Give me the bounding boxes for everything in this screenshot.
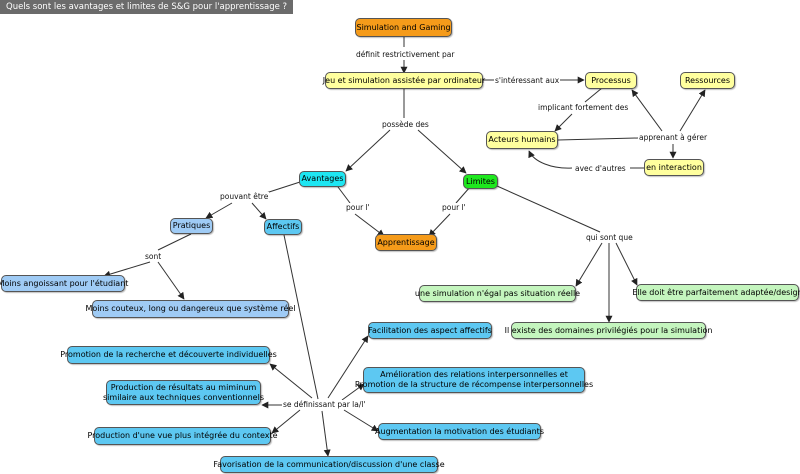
link-apprenant: apprenant à gérer bbox=[638, 133, 709, 142]
edge-sd-favorisation bbox=[321, 410, 331, 457]
link-implicant: implicant fortement des bbox=[537, 103, 630, 112]
amelioration-line-2: Promotion de la structure de récompense … bbox=[354, 380, 594, 389]
edge-sd-amelioration bbox=[341, 383, 365, 401]
link-se-definissant: se définissant par la/l' bbox=[282, 400, 367, 409]
node-avantages[interactable]: Avantages bbox=[299, 171, 346, 187]
link-possede: possède des bbox=[381, 120, 430, 129]
node-acteurs-humains[interactable]: Acteurs humains bbox=[486, 131, 558, 149]
edge-limites-quisont bbox=[496, 185, 601, 233]
edge-quisont-adaptee bbox=[615, 242, 638, 286]
link-avec-autres: avec d'autres bbox=[574, 164, 627, 173]
link-pour-l-limites: pour l' bbox=[441, 203, 467, 212]
link-pouvant-etre: pouvant être bbox=[219, 192, 270, 201]
edge-avantages-pouvant bbox=[265, 181, 301, 194]
edge-avec-acteurs bbox=[528, 150, 573, 169]
edge-limites-pourl bbox=[455, 186, 471, 204]
production-resultats-line-2: similaire aux techniques conventionnels bbox=[103, 392, 264, 402]
edge-sont-couteux bbox=[157, 261, 185, 300]
link-definit: définit restrictivement par bbox=[355, 50, 456, 59]
node-pratiques[interactable]: Pratiques bbox=[170, 218, 213, 234]
node-amelioration[interactable]: Amélioration des relations interpersonne… bbox=[355, 367, 593, 393]
edge-sd-production-vue bbox=[271, 409, 301, 434]
edge-pratiques-sont bbox=[157, 233, 192, 251]
edge-apprenant-processus bbox=[631, 89, 663, 132]
node-ressources[interactable]: Ressources bbox=[680, 72, 735, 89]
edge-pouvant-affectifs bbox=[251, 202, 267, 220]
node-augmentation[interactable]: Augmentation la motivation des étudiants bbox=[375, 423, 544, 440]
edge-possede-limites bbox=[417, 129, 467, 174]
edge-acteurs-apprenant bbox=[557, 137, 639, 141]
edge-sd-augmentation bbox=[343, 409, 379, 432]
link-pour-l-avantages: pour l' bbox=[345, 203, 371, 212]
node-apprentissage[interactable]: Apprentissage bbox=[375, 234, 437, 251]
node-limites[interactable]: Limites bbox=[463, 174, 498, 189]
map-title: Quels sont les avantages et limites de S… bbox=[0, 0, 294, 14]
node-affectifs[interactable]: Affectifs bbox=[264, 219, 302, 235]
node-domaines[interactable]: Il existe des domaines privilégiés pour … bbox=[505, 322, 712, 339]
node-en-interaction[interactable]: en interaction bbox=[644, 159, 704, 176]
edge-apprenant-ressources bbox=[679, 89, 706, 132]
node-simulation-egal[interactable]: une simulation n'égal pas situation réel… bbox=[415, 285, 580, 302]
edge-processus-implicant bbox=[584, 87, 603, 103]
edge-pourl-apprentissage-1 bbox=[354, 213, 385, 237]
edge-sd-promotion bbox=[269, 363, 313, 399]
node-simulation-gaming[interactable]: Simulation and Gaming bbox=[355, 18, 452, 37]
node-favorisation[interactable]: Favorisation de la communication/discuss… bbox=[213, 456, 445, 473]
production-resultats-line-1: Production de résultats au miminum bbox=[110, 382, 257, 392]
node-jeu-simulation[interactable]: Jeu et simulation assistée par ordinateu… bbox=[323, 72, 485, 89]
node-production-vue[interactable]: Production d'une vue plus intégrée du co… bbox=[87, 427, 278, 445]
node-production-resultats[interactable]: Production de résultats au miminum simil… bbox=[103, 380, 264, 405]
edge-sont-angoissant bbox=[103, 261, 151, 278]
node-facilitation[interactable]: Facilitation des aspect affectifs bbox=[368, 322, 492, 339]
edge-implicant-acteurs bbox=[554, 113, 573, 132]
edge-avantages-pourl bbox=[337, 186, 351, 204]
amelioration-line-1: Amélioration des relations interpersonne… bbox=[380, 370, 568, 379]
edge-quisont-egal bbox=[575, 242, 603, 287]
edge-pouvant-pratiques bbox=[205, 202, 233, 219]
node-processus[interactable]: Processus bbox=[585, 72, 637, 89]
node-moins-angoissant[interactable]: Moins angoissant pour l'étudiant bbox=[0, 275, 128, 292]
edge-affectifs-sedefinissant bbox=[283, 234, 319, 400]
node-moins-couteux[interactable]: Moins couteux, long ou dangereux que sys… bbox=[85, 300, 296, 318]
link-sont: sont bbox=[144, 252, 163, 261]
edge-sd-facilitation bbox=[327, 335, 369, 399]
node-adaptee[interactable]: Elle doit être parfaitement adaptée/desi… bbox=[632, 284, 800, 301]
edge-possede-avantages bbox=[345, 129, 391, 172]
edge-pourl-apprentissage-2 bbox=[428, 213, 451, 237]
link-interessant: s'intéressant aux bbox=[494, 76, 561, 85]
link-qui-sont-que: qui sont que bbox=[585, 233, 634, 242]
node-promotion-recherche[interactable]: Promotion de la recherche et découverte … bbox=[60, 346, 277, 364]
